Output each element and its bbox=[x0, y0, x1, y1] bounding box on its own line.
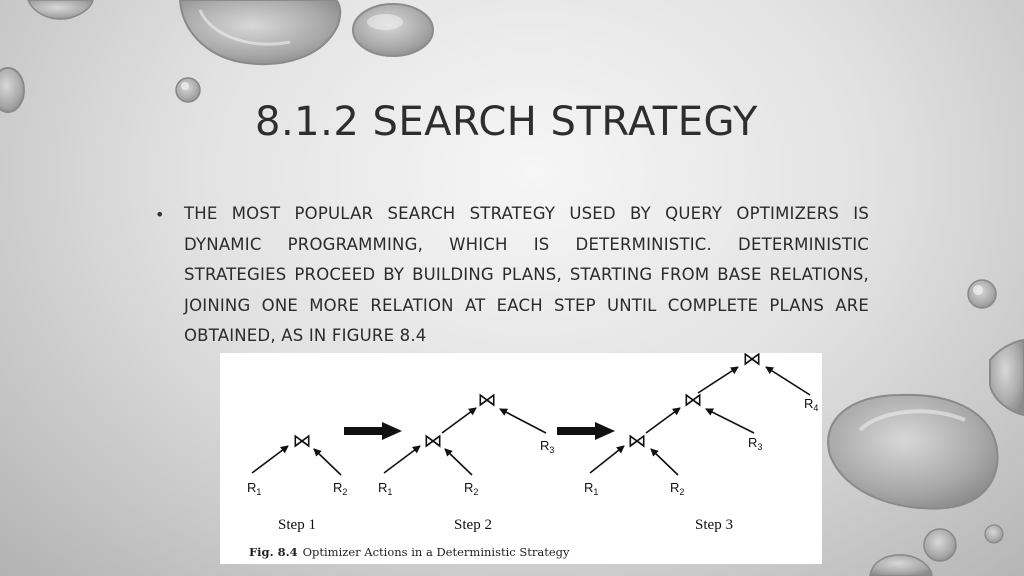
step3-relation-r4: R4 bbox=[804, 396, 818, 413]
step2-join-symbol-1: ⋈ bbox=[424, 430, 443, 452]
figure-caption: Fig. 8.4 Optimizer Actions in a Determini… bbox=[249, 545, 570, 559]
step2-relation-r3: R3 bbox=[540, 438, 554, 455]
transition-arrow-1 bbox=[344, 422, 402, 440]
drop-cluster-right bbox=[827, 279, 1024, 576]
step1-arrow-r2 bbox=[313, 448, 342, 476]
step1-join-symbol: ⋈ bbox=[293, 430, 312, 452]
step3-arrow-r4 bbox=[765, 366, 811, 396]
step2-arrow-r3 bbox=[499, 408, 547, 434]
step1-label: Step 1 bbox=[278, 517, 316, 533]
step3-join-symbol-3: ⋈ bbox=[743, 353, 762, 370]
step2-relation-r2: R2 bbox=[464, 480, 478, 497]
figure-caption-label: Fig. 8.4 bbox=[249, 545, 298, 559]
step2-arrow-join bbox=[441, 407, 477, 434]
bullet-marker: • bbox=[155, 205, 165, 224]
step3-arrow-join-1 bbox=[645, 407, 681, 434]
step2-relation-r1: R1 bbox=[378, 480, 392, 497]
step2-label: Step 2 bbox=[454, 517, 492, 533]
transition-arrow-2 bbox=[557, 422, 615, 440]
slide-title: 8.1.2 SEARCH STRATEGY bbox=[255, 99, 758, 145]
step3-relation-r3: R3 bbox=[748, 435, 762, 452]
drop-cluster-top-left bbox=[0, 0, 434, 113]
step3-arrow-r2 bbox=[650, 448, 679, 476]
step3-relation-r2: R2 bbox=[670, 480, 684, 497]
step3-label: Step 3 bbox=[695, 517, 733, 533]
step1-arrow-r1 bbox=[251, 445, 289, 474]
step1-relation-r2: R2 bbox=[333, 480, 347, 497]
step2-arrow-r2 bbox=[444, 448, 473, 476]
step2-arrow-r1 bbox=[383, 445, 421, 474]
step3-arrow-r1 bbox=[589, 445, 625, 474]
figure-caption-text: Optimizer Actions in a Deterministic Str… bbox=[302, 545, 570, 559]
step2-join-symbol-2: ⋈ bbox=[478, 389, 497, 411]
step1-relation-r1: R1 bbox=[247, 480, 261, 497]
step3-relation-r1: R1 bbox=[584, 480, 598, 497]
step3-arrow-join-2 bbox=[697, 366, 739, 394]
step3-arrow-r3 bbox=[705, 408, 755, 434]
bullet-text: The most popular search strategy used by… bbox=[184, 204, 869, 346]
step3-join-symbol-1: ⋈ bbox=[628, 430, 647, 452]
step3-join-symbol-2: ⋈ bbox=[684, 389, 703, 411]
